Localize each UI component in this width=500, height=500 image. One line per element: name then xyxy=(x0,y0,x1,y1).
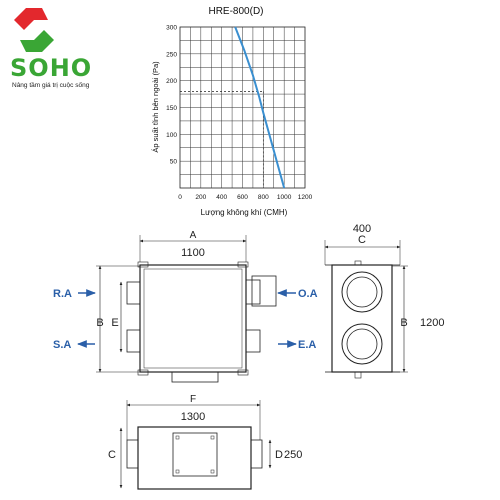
chart-title: HRE-800(D) xyxy=(208,6,263,17)
dim-a-label: A xyxy=(190,230,197,241)
duct-collar-ea xyxy=(245,329,261,353)
chart-x-tick-label: 1200 xyxy=(298,194,313,201)
soho-s-mark-icon xyxy=(14,8,54,52)
dim-c-label-top: C xyxy=(108,449,116,461)
unit-body-top xyxy=(137,426,252,490)
dim-a-value: 1100 xyxy=(181,247,205,259)
chart-y-tick-label: 50 xyxy=(170,159,178,166)
chart-x-tick-label: 600 xyxy=(237,194,248,201)
duct-collar-sa xyxy=(126,329,141,353)
chart-y-axis-label: Áp suất tĩnh bên ngoài (Pa) xyxy=(151,61,160,153)
chart-x-tick-label: 200 xyxy=(195,194,206,201)
dim-d-value: 250 xyxy=(284,449,302,461)
chart-reference-lines xyxy=(180,91,264,188)
fan-performance-chart: HRE-800(D) 0 200 400 600 800 1000 1200 50 100 15… xyxy=(151,6,313,217)
chart-x-axis-label: Lượng không khí (CMH) xyxy=(201,208,288,217)
duct-collar-oa xyxy=(245,279,261,305)
dim-e-label: E xyxy=(111,317,118,329)
chart-x-tick-label: 400 xyxy=(216,194,227,201)
chart-x-tick-label: 0 xyxy=(178,194,182,201)
unit-body-front xyxy=(139,264,247,373)
chart-x-ticks: 0 200 400 600 800 1000 1200 xyxy=(178,194,312,201)
chart-y-tick-label: 300 xyxy=(166,25,177,32)
dim-b-label-side: B xyxy=(400,317,407,329)
dim-f-value: 1300 xyxy=(181,411,205,423)
chart-x-tick-label: 800 xyxy=(258,194,269,201)
top-view xyxy=(119,400,272,490)
brand-name: SOHO xyxy=(10,54,93,82)
dim-c-value-side: 400 xyxy=(353,223,371,235)
service-panel xyxy=(172,432,218,477)
airflow-oa-label: O.A xyxy=(298,288,318,300)
dim-f-label: F xyxy=(190,394,196,405)
chart-y-tick-label: 100 xyxy=(166,132,177,139)
dim-b-value: 1200 xyxy=(420,317,444,329)
chart-y-tick-label: 200 xyxy=(166,78,177,85)
duct-collar-ra xyxy=(126,281,141,305)
airflow-ea-label: E.A xyxy=(298,339,316,351)
chart-y-tick-label: 150 xyxy=(166,105,177,112)
airflow-sa-label: S.A xyxy=(53,339,71,351)
chart-grid xyxy=(180,27,305,188)
airflow-ra-label: R.A xyxy=(53,288,72,300)
side-port-upper xyxy=(341,271,383,313)
dim-c-label-side: C xyxy=(358,234,366,246)
chart-series-line xyxy=(234,26,286,189)
soho-logo: SOHO Nâng tầm giá trị cuộc sống xyxy=(4,6,114,90)
side-port-lower xyxy=(341,323,383,365)
chart-y-tick-label: 250 xyxy=(166,51,177,58)
unit-body-side xyxy=(331,264,393,373)
front-view xyxy=(96,235,277,383)
chart-x-tick-label: 1000 xyxy=(277,194,292,201)
brand-tagline: Nâng tầm giá trị cuộc sống xyxy=(12,82,90,89)
dim-b-label-front: B xyxy=(96,317,103,329)
side-view xyxy=(324,240,408,379)
dim-d-label: D xyxy=(275,449,283,461)
chart-series xyxy=(234,26,286,189)
chart-y-ticks: 50 100 150 200 250 300 xyxy=(166,25,177,166)
